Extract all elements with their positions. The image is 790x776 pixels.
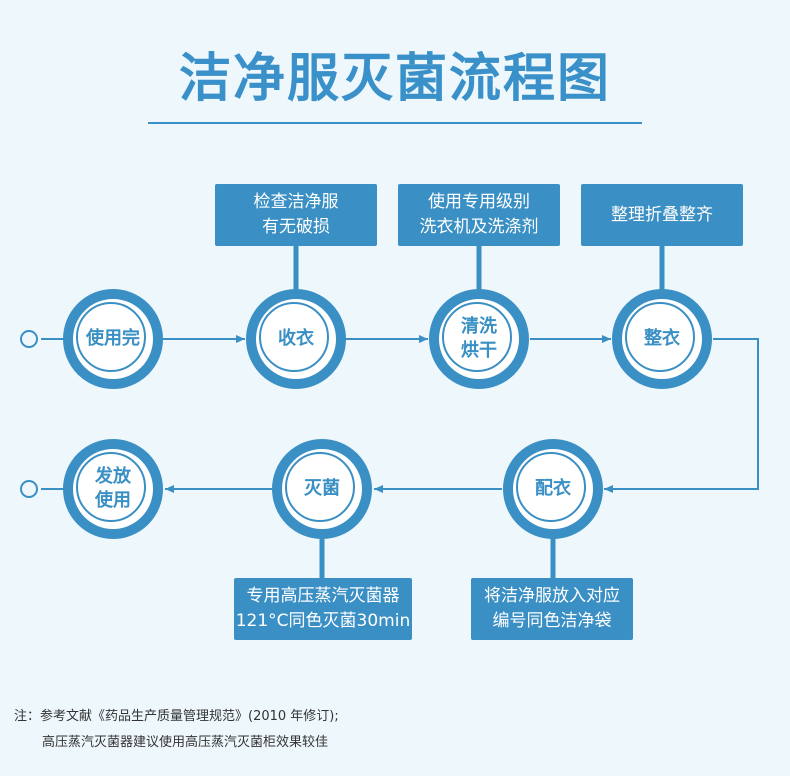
- start-terminal: [20, 330, 38, 348]
- box-sterilize-line1: 专用高压蒸汽灭菌器: [246, 586, 400, 606]
- node-wash: 清洗 烘干: [429, 289, 529, 389]
- node-sterilize-label: 灭菌: [304, 478, 340, 499]
- footnote-line-2: 高压蒸汽灭菌器建议使用高压蒸汽灭菌柜效果较佳: [42, 735, 329, 750]
- box-sterilize-line2: 121°C同色灭菌30min: [235, 611, 411, 631]
- box-fold: 整理折叠整齐: [581, 184, 743, 246]
- box-sterilize: 专用高压蒸汽灭菌器 121°C同色灭菌30min: [234, 578, 412, 640]
- node-wash-label-2: 烘干: [461, 340, 497, 361]
- node-release-label-1: 发放: [95, 466, 131, 487]
- node-release: 发放 使用: [63, 439, 163, 539]
- box-wash: 使用专用级别 洗衣机及洗涤剂: [398, 184, 560, 246]
- node-used-label: 使用完: [86, 328, 140, 349]
- box-wash-line2: 洗衣机及洗涤剂: [419, 217, 539, 237]
- box-wash-line1: 使用专用级别: [428, 192, 530, 212]
- node-sterilize: 灭菌: [272, 439, 372, 539]
- node-distribute: 配衣: [503, 439, 603, 539]
- node-fold: 整衣: [612, 289, 712, 389]
- box-collect-line1: 检查洁净服: [253, 192, 339, 212]
- node-used: 使用完: [63, 289, 163, 389]
- box-collect-line2: 有无破损: [262, 217, 330, 237]
- node-collect: 收衣: [246, 289, 346, 389]
- box-distribute: 将洁净服放入对应 编号同色洁净袋: [471, 578, 633, 640]
- box-fold-line1: 整理折叠整齐: [611, 204, 713, 225]
- footnote-line-1: 注：参考文献《药品生产质量管理规范》(2010 年修订);: [14, 709, 339, 724]
- arrow-fold-to-distribute: [604, 338, 759, 493]
- node-collect-label: 收衣: [278, 328, 314, 349]
- box-collect: 检查洁净服 有无破损: [215, 184, 377, 246]
- box-distribute-line2: 编号同色洁净袋: [492, 611, 612, 631]
- page-title: 洁净服灭菌流程图: [178, 49, 611, 109]
- node-fold-label: 整衣: [644, 328, 680, 349]
- box-distribute-line1: 将洁净服放入对应: [484, 586, 620, 606]
- node-release-label-2: 使用: [95, 490, 131, 511]
- end-terminal: [20, 480, 38, 498]
- title-underline: [148, 122, 642, 124]
- node-wash-label-1: 清洗: [461, 316, 497, 337]
- node-distribute-label: 配衣: [535, 478, 571, 499]
